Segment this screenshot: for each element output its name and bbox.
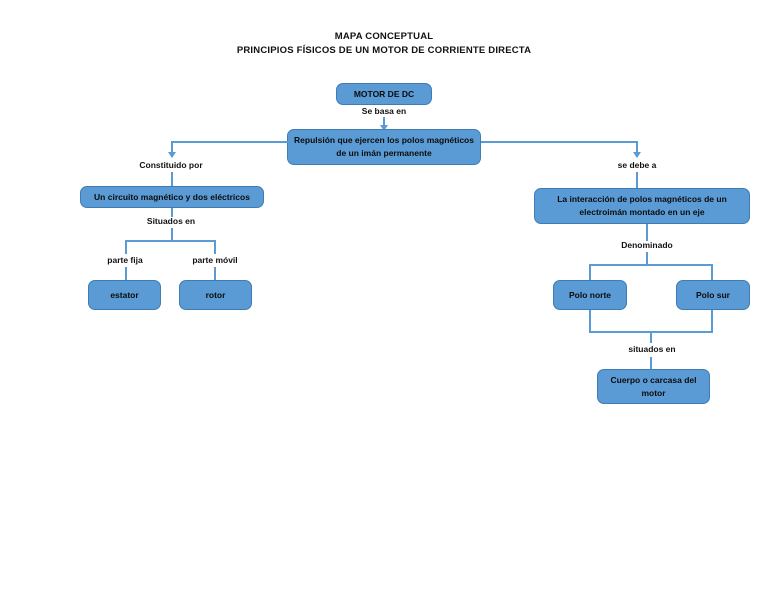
connector-se-debe-to-interaccion bbox=[636, 172, 638, 188]
split-left-drop-parte-fija bbox=[125, 240, 127, 254]
title-line-2: PRINCIPIOS FÍSICOS DE UN MOTOR DE CORRIE… bbox=[236, 45, 532, 56]
arrowhead-right-branch bbox=[633, 152, 641, 158]
connector-merge-to-situados bbox=[650, 331, 652, 343]
connector-label-constituido-por: Constituido por bbox=[139, 160, 203, 170]
node-interaccion-electroiman[interactable]: La interacción de polos magnéticos de un… bbox=[534, 188, 750, 224]
connector-denominado-to-split bbox=[646, 252, 648, 265]
connector-label-situados-en-1: Situados en bbox=[146, 216, 196, 226]
connector-polo-norte-down bbox=[589, 310, 591, 332]
split-left-drop-polo-norte bbox=[589, 264, 591, 280]
split-right-drop-parte-movil bbox=[214, 240, 216, 254]
connector-label-se-debe-a: se debe a bbox=[617, 160, 657, 170]
connector-circuito-to-situados bbox=[171, 208, 173, 217]
split-right-drop-polo-sur bbox=[711, 264, 713, 280]
node-circuito-magnetico[interactable]: Un circuito magnético y dos eléctricos bbox=[80, 186, 264, 208]
connector-interaccion-to-denominado bbox=[646, 224, 648, 241]
arrowhead-left-branch bbox=[168, 152, 176, 158]
connector-situados-to-split bbox=[171, 228, 173, 241]
connector-parte-movil-to-rotor bbox=[214, 267, 216, 280]
arrowhead-root-to-central bbox=[380, 125, 388, 131]
node-rotor[interactable]: rotor bbox=[179, 280, 252, 310]
connector-label-denominado: Denominado bbox=[621, 240, 673, 250]
node-motor-de-dc[interactable]: MOTOR DE DC bbox=[336, 83, 432, 105]
node-cuerpo-carcasa[interactable]: Cuerpo o carcasa del motor bbox=[597, 369, 710, 404]
node-polo-norte[interactable]: Polo norte bbox=[553, 280, 627, 310]
split-bar-estator-rotor bbox=[125, 240, 216, 242]
trunk-right-vertical bbox=[636, 141, 638, 157]
node-estator[interactable]: estator bbox=[88, 280, 161, 310]
trunk-right-horizontal bbox=[481, 141, 638, 143]
connector-polo-sur-down bbox=[711, 310, 713, 332]
connector-constituido-to-circuito bbox=[171, 172, 173, 188]
connector-parte-fija-to-estator bbox=[125, 267, 127, 280]
node-repulsion-polos[interactable]: Repulsión que ejercen los polos magnétic… bbox=[287, 129, 481, 165]
connector-situados-to-carcasa bbox=[650, 357, 652, 370]
title-line-1: MAPA CONCEPTUAL bbox=[334, 31, 434, 42]
node-polo-sur[interactable]: Polo sur bbox=[676, 280, 750, 310]
connector-label-se-basa-en: Se basa en bbox=[361, 106, 407, 116]
split-bar-polos bbox=[590, 264, 713, 266]
document-title-block: MAPA CONCEPTUAL PRINCIPIOS FÍSICOS DE UN… bbox=[0, 30, 768, 58]
connector-label-parte-fija: parte fija bbox=[107, 255, 143, 265]
connector-root-to-central bbox=[383, 117, 385, 131]
trunk-left-horizontal bbox=[172, 141, 288, 143]
connector-label-situados-en-2: situados en bbox=[628, 344, 676, 354]
trunk-left-vertical bbox=[171, 141, 173, 157]
connector-label-parte-movil: parte móvil bbox=[192, 255, 238, 265]
